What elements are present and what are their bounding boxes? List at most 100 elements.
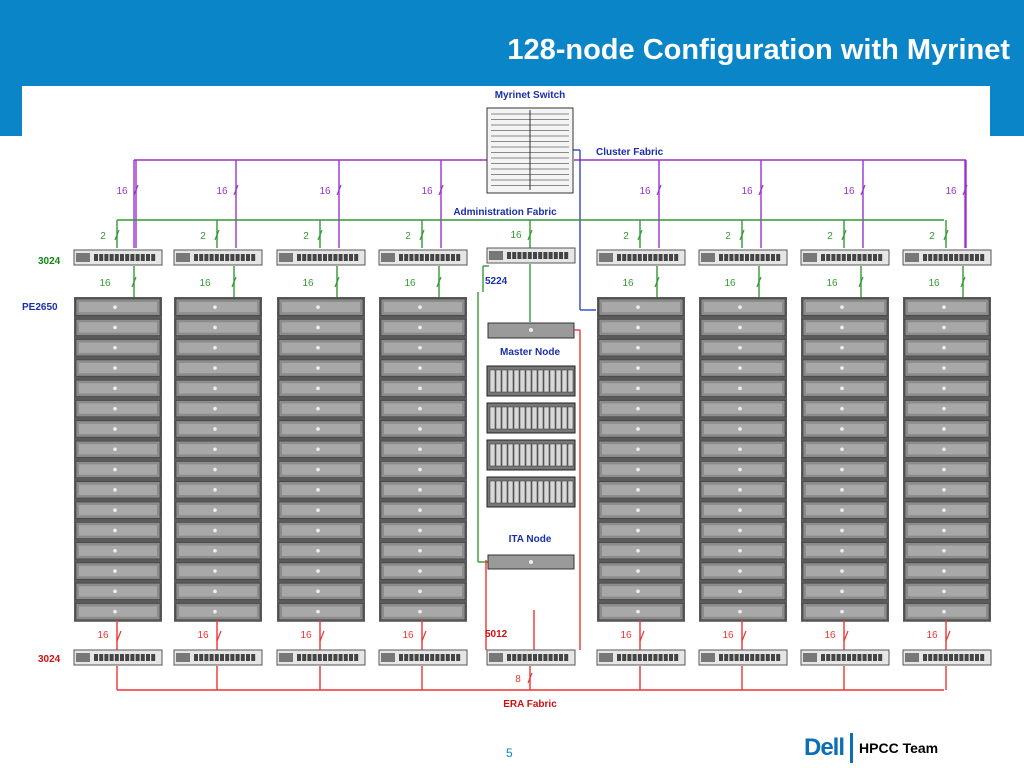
server-bezel	[179, 464, 257, 475]
server-bezel	[602, 525, 680, 536]
server-power-led	[213, 609, 217, 614]
server-bezel	[179, 545, 257, 556]
server-power-led	[316, 488, 320, 492]
switch-port	[821, 254, 825, 261]
server-bezel	[179, 505, 257, 516]
server-bezel	[602, 505, 680, 516]
logo-divider	[850, 733, 854, 763]
switch-badge	[803, 653, 817, 662]
server-power-led	[418, 366, 422, 370]
switch-port	[399, 654, 403, 661]
switch-port	[745, 254, 749, 261]
link-slash	[739, 229, 745, 241]
admin-link-count: 2	[827, 231, 833, 242]
server-bezel	[704, 505, 782, 516]
link-slash	[334, 276, 340, 288]
server-power-led	[636, 325, 640, 330]
switch-port	[548, 252, 553, 259]
switch-port	[637, 254, 642, 261]
server-power-led	[840, 366, 844, 370]
switch-port	[841, 254, 846, 261]
switch-port	[543, 654, 548, 661]
server-bezel	[282, 403, 360, 414]
page-title: 128-node Configuration with Myrinet	[507, 34, 1010, 66]
rack-uplink-count: 16	[622, 278, 634, 289]
storage-array	[486, 365, 576, 397]
server-power-led	[636, 589, 640, 594]
storage-drive	[555, 369, 562, 393]
server-power-led	[113, 325, 117, 330]
era-rack-link-count: 16	[824, 630, 836, 641]
server-power-led	[942, 325, 946, 330]
server-power-led	[316, 548, 320, 553]
server-power-led	[113, 508, 117, 512]
server-power-led	[418, 325, 422, 330]
switch-port	[317, 654, 322, 661]
server-power-led	[418, 548, 422, 553]
server-power-led	[942, 488, 946, 492]
switch-port	[857, 254, 862, 261]
server-bezel	[384, 383, 462, 394]
switch-port	[104, 254, 109, 261]
switch-port	[114, 654, 119, 661]
switch-port	[719, 654, 723, 661]
server-bezel	[908, 302, 986, 313]
server-power-led	[840, 508, 844, 512]
switch-port	[225, 654, 230, 661]
server-power-led	[738, 447, 742, 452]
cluster-link-count: 16	[639, 186, 651, 197]
server-bezel	[282, 423, 360, 435]
storage-drive	[489, 443, 496, 467]
server-power-led	[113, 427, 117, 431]
server-power-led	[316, 569, 320, 573]
switch-port	[954, 254, 959, 261]
server-bezel	[602, 383, 680, 394]
server-power-led	[213, 305, 217, 309]
switch-port	[109, 654, 114, 661]
server-power-led	[418, 305, 422, 309]
server-bezel	[282, 606, 360, 617]
switch-port	[949, 654, 953, 661]
switch-port	[435, 254, 440, 261]
server-power-led	[840, 548, 844, 553]
server-bezel	[79, 545, 157, 556]
switch-port	[214, 654, 219, 661]
switch-port	[317, 254, 322, 261]
cluster-link-count: 16	[945, 186, 957, 197]
server-power-led	[738, 386, 742, 391]
link-slash	[131, 276, 137, 288]
storage-drive	[501, 443, 508, 467]
switch-port	[975, 654, 979, 661]
switch-port	[847, 254, 851, 261]
server-bezel	[806, 525, 884, 536]
switch-3024-top	[698, 249, 788, 266]
switch-port	[146, 254, 150, 261]
rack-uplink-count: 16	[404, 278, 416, 289]
server-power-led	[840, 609, 844, 614]
switch-port	[307, 254, 312, 261]
link-slash	[758, 184, 764, 196]
switch-port	[821, 654, 825, 661]
switch-port	[617, 654, 621, 661]
switch-port	[928, 654, 933, 661]
switch-port	[553, 654, 558, 661]
switch-3024-bottom-label: 3024	[38, 654, 61, 665]
server-power-led	[636, 548, 640, 553]
switch-5224	[486, 247, 576, 264]
storage-drive	[531, 443, 538, 467]
switch-port	[938, 654, 943, 661]
switch-port	[831, 254, 836, 261]
server-power-led	[213, 427, 217, 431]
server-bezel	[704, 484, 782, 495]
switch-port	[669, 654, 673, 661]
switch-port	[343, 254, 348, 261]
switch-port	[923, 254, 927, 261]
switch-badge	[176, 253, 190, 262]
server-bezel	[602, 423, 680, 435]
switch-port	[440, 254, 445, 261]
switch-port	[734, 254, 739, 261]
storage-drive	[561, 406, 568, 430]
switch-port	[151, 654, 156, 661]
storage-drive	[543, 369, 550, 393]
server-bezel	[79, 383, 157, 394]
